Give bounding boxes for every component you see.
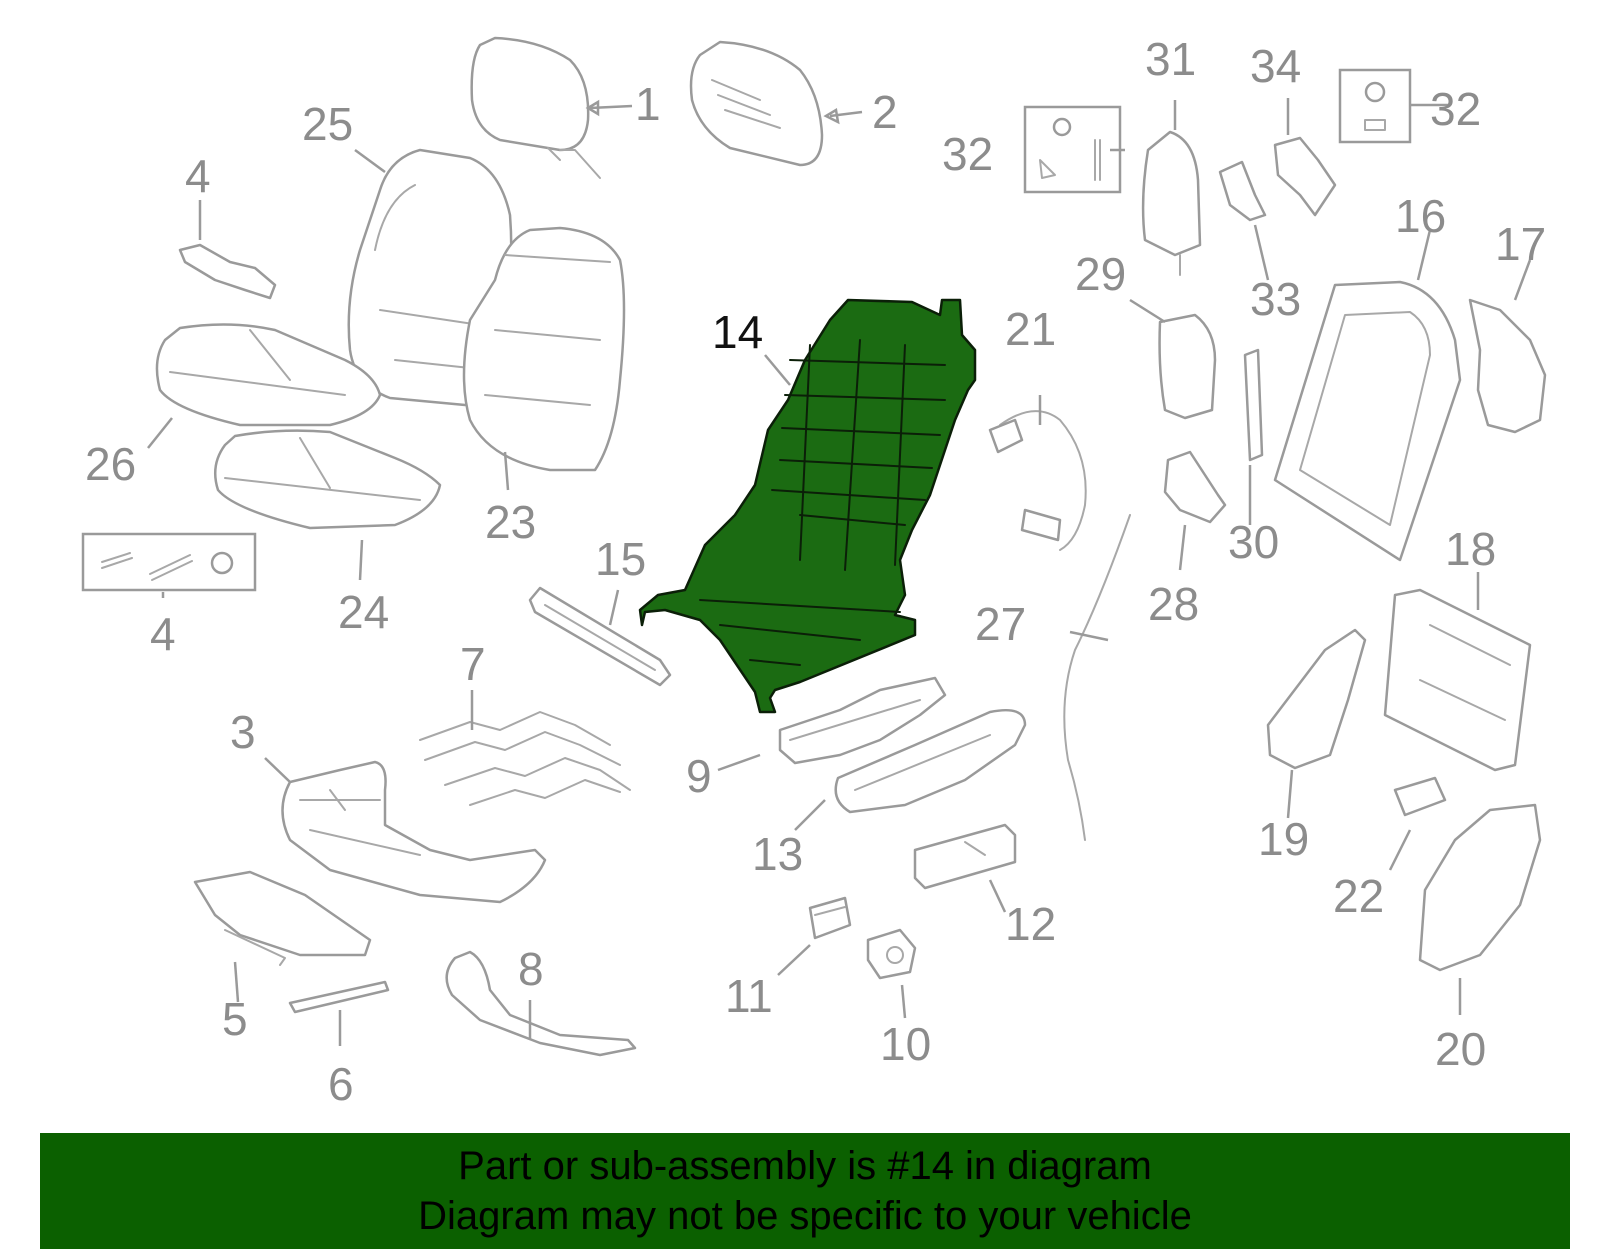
part-12-seat-switch[interactable] — [913, 823, 1017, 890]
part-labels: 1 2 3 4 4 5 6 7 8 9 10 11 12 13 14 15 16… — [85, 33, 1546, 1110]
part-4-fastener-kit[interactable] — [81, 532, 257, 592]
part-32-hardware-right[interactable] — [1338, 68, 1412, 144]
part-5-front-panel[interactable] — [193, 870, 372, 966]
part-2-headrest-cover[interactable] — [689, 40, 824, 167]
part-30-strip[interactable] — [1243, 348, 1264, 462]
banner-line-2: Diagram may not be specific to your vehi… — [418, 1194, 1192, 1238]
label-part-7: 7 — [460, 638, 486, 690]
label-part-18: 18 — [1445, 523, 1496, 575]
label-part-4-top: 4 — [185, 150, 211, 202]
label-part-4-bottom: 4 — [150, 608, 176, 660]
label-part-32-right: 32 — [1430, 83, 1481, 135]
part-11-switch[interactable] — [808, 896, 852, 940]
part-13-outer-shield[interactable] — [834, 708, 1027, 814]
part-6-trim-strip[interactable] — [288, 980, 390, 1014]
label-part-34: 34 — [1250, 40, 1301, 92]
label-part-30: 30 — [1228, 516, 1279, 568]
label-part-28: 28 — [1148, 578, 1199, 630]
part-28-cover[interactable] — [1163, 450, 1227, 524]
label-part-33: 33 — [1250, 273, 1301, 325]
part-10-connector[interactable] — [866, 928, 917, 980]
banner-line-1: Part or sub-assembly is #14 in diagram — [458, 1144, 1152, 1188]
part-20-side-trim[interactable] — [1418, 803, 1542, 972]
part-22-switch[interactable] — [1393, 776, 1447, 817]
part-33-bracket[interactable] — [1218, 160, 1267, 222]
part-23-seatback-pad[interactable] — [462, 226, 626, 472]
part-8-side-trim[interactable] — [445, 950, 637, 1057]
label-part-10: 10 — [880, 1018, 931, 1070]
part-31-trim-cover[interactable] — [1141, 130, 1202, 276]
part-3-seat-pan[interactable] — [281, 760, 547, 904]
label-part-21: 21 — [1005, 303, 1056, 355]
part-1-headrest[interactable] — [470, 36, 601, 179]
part-32-hardware-left[interactable] — [1023, 105, 1122, 194]
label-part-19: 19 — [1258, 813, 1309, 865]
label-part-9: 9 — [686, 750, 712, 802]
label-part-16: 16 — [1395, 190, 1446, 242]
part-26-cushion-cover[interactable] — [155, 323, 382, 427]
part-4-bracket[interactable] — [178, 243, 277, 300]
label-part-1: 1 — [635, 78, 661, 130]
part-34-bracket[interactable] — [1273, 136, 1337, 217]
label-part-13: 13 — [752, 828, 803, 880]
label-part-11: 11 — [725, 970, 773, 1022]
label-part-26: 26 — [85, 438, 136, 490]
label-part-12: 12 — [1005, 898, 1056, 950]
label-part-3: 3 — [230, 706, 256, 758]
part-16-back-panel[interactable] — [1273, 280, 1462, 562]
label-part-8: 8 — [518, 943, 544, 995]
part-15-seat-track[interactable] — [528, 586, 672, 687]
part-14-seat-frame-highlighted[interactable] — [638, 298, 977, 714]
part-18-module[interactable] — [1383, 588, 1532, 772]
label-part-15: 15 — [595, 533, 646, 585]
label-part-25: 25 — [302, 98, 353, 150]
label-part-24: 24 — [338, 586, 389, 638]
part-27-cable[interactable] — [1063, 514, 1131, 841]
label-part-14: 14 — [712, 306, 763, 358]
label-part-6: 6 — [328, 1058, 354, 1110]
label-part-20: 20 — [1435, 1023, 1486, 1075]
part-7-springs[interactable] — [419, 711, 631, 806]
label-part-22: 22 — [1333, 870, 1384, 922]
part-19-side-cover[interactable] — [1266, 628, 1367, 770]
part-9-side-shield[interactable] — [778, 676, 947, 765]
label-part-27: 27 — [975, 598, 1026, 650]
notice-banner: Part or sub-assembly is #14 in diagram D… — [40, 1133, 1570, 1249]
label-part-2: 2 — [872, 86, 898, 138]
label-part-29: 29 — [1075, 248, 1126, 300]
part-29-cover[interactable] — [1158, 313, 1217, 420]
part-17-bracket[interactable] — [1468, 298, 1547, 434]
label-part-23: 23 — [485, 496, 536, 548]
label-part-31: 31 — [1145, 33, 1196, 85]
label-part-5: 5 — [222, 993, 248, 1045]
leader-lines — [147, 98, 1532, 1046]
part-21-wire-harness[interactable] — [988, 410, 1087, 551]
label-part-17: 17 — [1495, 218, 1546, 270]
part-24-cushion-pad[interactable] — [213, 429, 442, 530]
label-part-32-left: 32 — [942, 128, 993, 180]
